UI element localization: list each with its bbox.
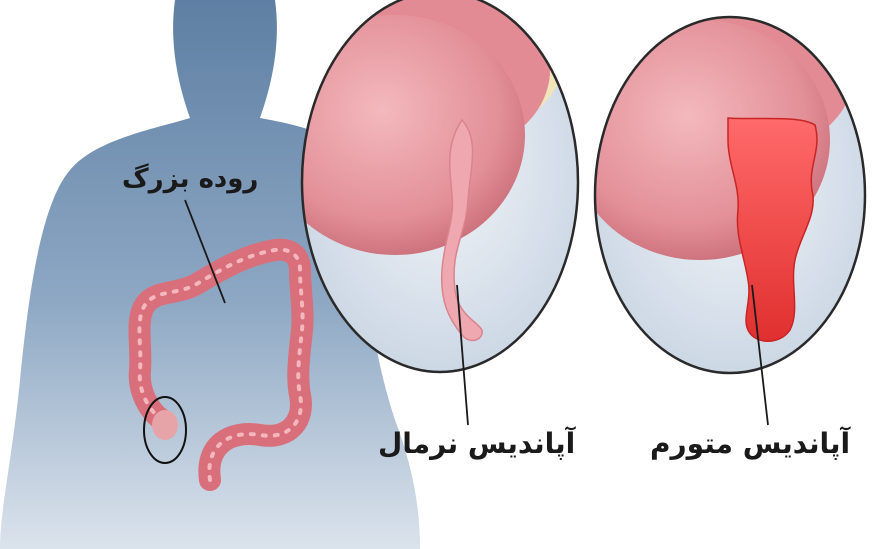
inflamed-appendix-label: آپاندیس متورم	[650, 430, 850, 458]
large-intestine-label: روده بزرگ	[122, 166, 258, 192]
inflamed-appendix-magnifier	[570, 0, 870, 373]
normal-appendix-label: آپاندیس نرمال	[378, 430, 575, 458]
